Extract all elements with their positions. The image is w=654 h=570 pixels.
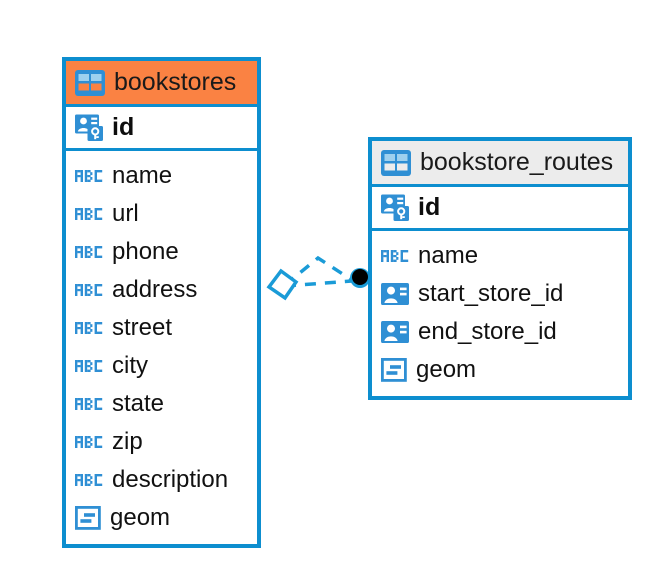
foreign-key-icon	[381, 282, 409, 306]
field-label: phone	[112, 238, 179, 265]
abc-text-icon	[75, 166, 103, 186]
field-row[interactable]: phone	[66, 233, 257, 271]
field-list: name start_store_id	[372, 231, 628, 396]
field-label: description	[112, 466, 229, 493]
primary-key-row[interactable]: id	[66, 107, 257, 151]
entity-table-bookstore-routes[interactable]: bookstore_routes id	[368, 137, 632, 400]
abc-text-icon	[75, 432, 103, 452]
field-row[interactable]: description	[66, 461, 257, 499]
field-list: name u	[66, 151, 257, 544]
field-label: geom	[110, 504, 171, 531]
entity-table-bookstores[interactable]: bookstores id	[62, 57, 261, 548]
field-row[interactable]: end_store_id	[372, 313, 628, 351]
field-label: zip	[112, 428, 143, 455]
primary-key-label: id	[112, 112, 135, 141]
field-row[interactable]: state	[66, 385, 257, 423]
primary-key-label: id	[418, 192, 441, 221]
geometry-icon	[75, 506, 101, 530]
field-row[interactable]: geom	[66, 499, 257, 537]
field-label: geom	[416, 356, 477, 383]
entity-header-bookstores[interactable]: bookstores	[66, 61, 257, 107]
geometry-icon	[381, 358, 407, 382]
field-label: city	[112, 352, 148, 379]
field-label: state	[112, 390, 165, 417]
field-label: url	[112, 200, 139, 227]
field-row[interactable]: geom	[372, 351, 628, 389]
field-label: start_store_id	[418, 280, 564, 307]
field-row[interactable]: address	[66, 271, 257, 309]
entity-title: bookstore_routes	[420, 148, 614, 176]
relationship-target-circle	[350, 268, 370, 288]
abc-text-icon	[75, 394, 103, 414]
foreign-key-icon	[381, 320, 409, 344]
field-label: address	[112, 276, 198, 303]
field-row[interactable]: name	[372, 237, 628, 275]
field-label: street	[112, 314, 173, 341]
primary-key-icon	[381, 193, 409, 221]
field-label: name	[418, 242, 479, 269]
abc-text-icon	[75, 470, 103, 490]
abc-text-icon	[75, 204, 103, 224]
field-label: name	[112, 162, 173, 189]
relationship-source-diamond	[266, 268, 299, 301]
entity-title: bookstores	[114, 68, 237, 96]
field-row[interactable]: url	[66, 195, 257, 233]
field-row[interactable]: start_store_id	[372, 275, 628, 313]
field-row[interactable]: street	[66, 309, 257, 347]
table-icon	[381, 149, 411, 176]
relationship-line-upper	[283, 255, 353, 287]
abc-text-icon	[75, 356, 103, 376]
primary-key-row[interactable]: id	[372, 187, 628, 231]
primary-key-icon	[75, 113, 103, 141]
field-label: end_store_id	[418, 318, 557, 345]
field-row[interactable]: name	[66, 157, 257, 195]
field-row[interactable]: zip	[66, 423, 257, 461]
table-icon	[75, 69, 105, 96]
abc-text-icon	[75, 242, 103, 262]
field-row[interactable]: city	[66, 347, 257, 385]
relationship-line-lower	[284, 279, 353, 288]
abc-text-icon	[75, 280, 103, 300]
abc-text-icon	[75, 318, 103, 338]
entity-header-bookstore-routes[interactable]: bookstore_routes	[372, 141, 628, 187]
abc-text-icon	[381, 246, 409, 266]
